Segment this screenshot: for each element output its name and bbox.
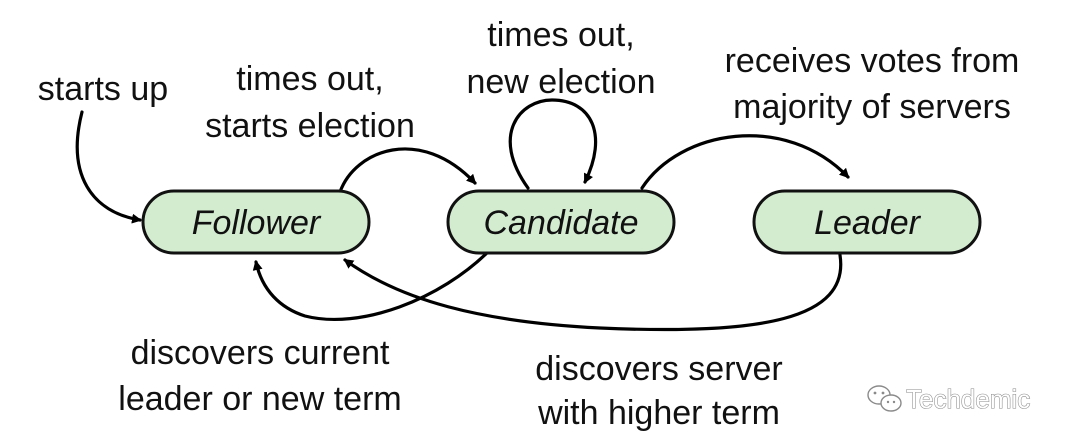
state-follower-box bbox=[141, 189, 371, 255]
label-discovers-higher-line2: with higher term bbox=[537, 394, 780, 432]
watermark-text: Techdemic bbox=[906, 384, 1030, 414]
state-candidate-box bbox=[446, 189, 676, 255]
label-times-out-start-line1: times out, bbox=[236, 60, 383, 98]
label-times-out-start-line2: starts election bbox=[205, 107, 415, 145]
label-receives-votes-line2: majority of servers bbox=[733, 88, 1011, 126]
state-leader: Leader bbox=[752, 189, 982, 255]
label-receives-votes-line1: receives votes from bbox=[725, 42, 1020, 80]
label-discovers-leader-line2: leader or new term bbox=[118, 380, 401, 418]
edge-starts-up bbox=[75, 110, 142, 224]
state-follower-label: Follower bbox=[192, 204, 322, 242]
label-discovers-leader-line1: discovers current bbox=[131, 334, 390, 372]
state-candidate-label: Candidate bbox=[483, 204, 638, 242]
state-leader-box bbox=[752, 189, 982, 255]
state-follower: Follower bbox=[141, 189, 371, 255]
label-discovers-higher-line1: discovers server bbox=[535, 350, 783, 388]
watermark: Techdemic bbox=[867, 383, 1031, 415]
edge-candidate-to-follower bbox=[252, 248, 492, 321]
label-times-out-new-line1: times out, bbox=[487, 16, 634, 54]
label-times-out-new-line2: new election bbox=[466, 63, 655, 101]
edge-leader-to-follower bbox=[343, 253, 843, 332]
label-starts-up: starts up bbox=[38, 70, 168, 108]
edge-candidate-self-loop bbox=[508, 98, 598, 190]
state-candidate: Candidate bbox=[446, 189, 676, 255]
edge-candidate-to-leader bbox=[640, 134, 850, 190]
state-leader-label: Leader bbox=[814, 204, 922, 242]
edge-follower-to-candidate bbox=[338, 147, 477, 194]
wechat-icon bbox=[867, 385, 902, 412]
